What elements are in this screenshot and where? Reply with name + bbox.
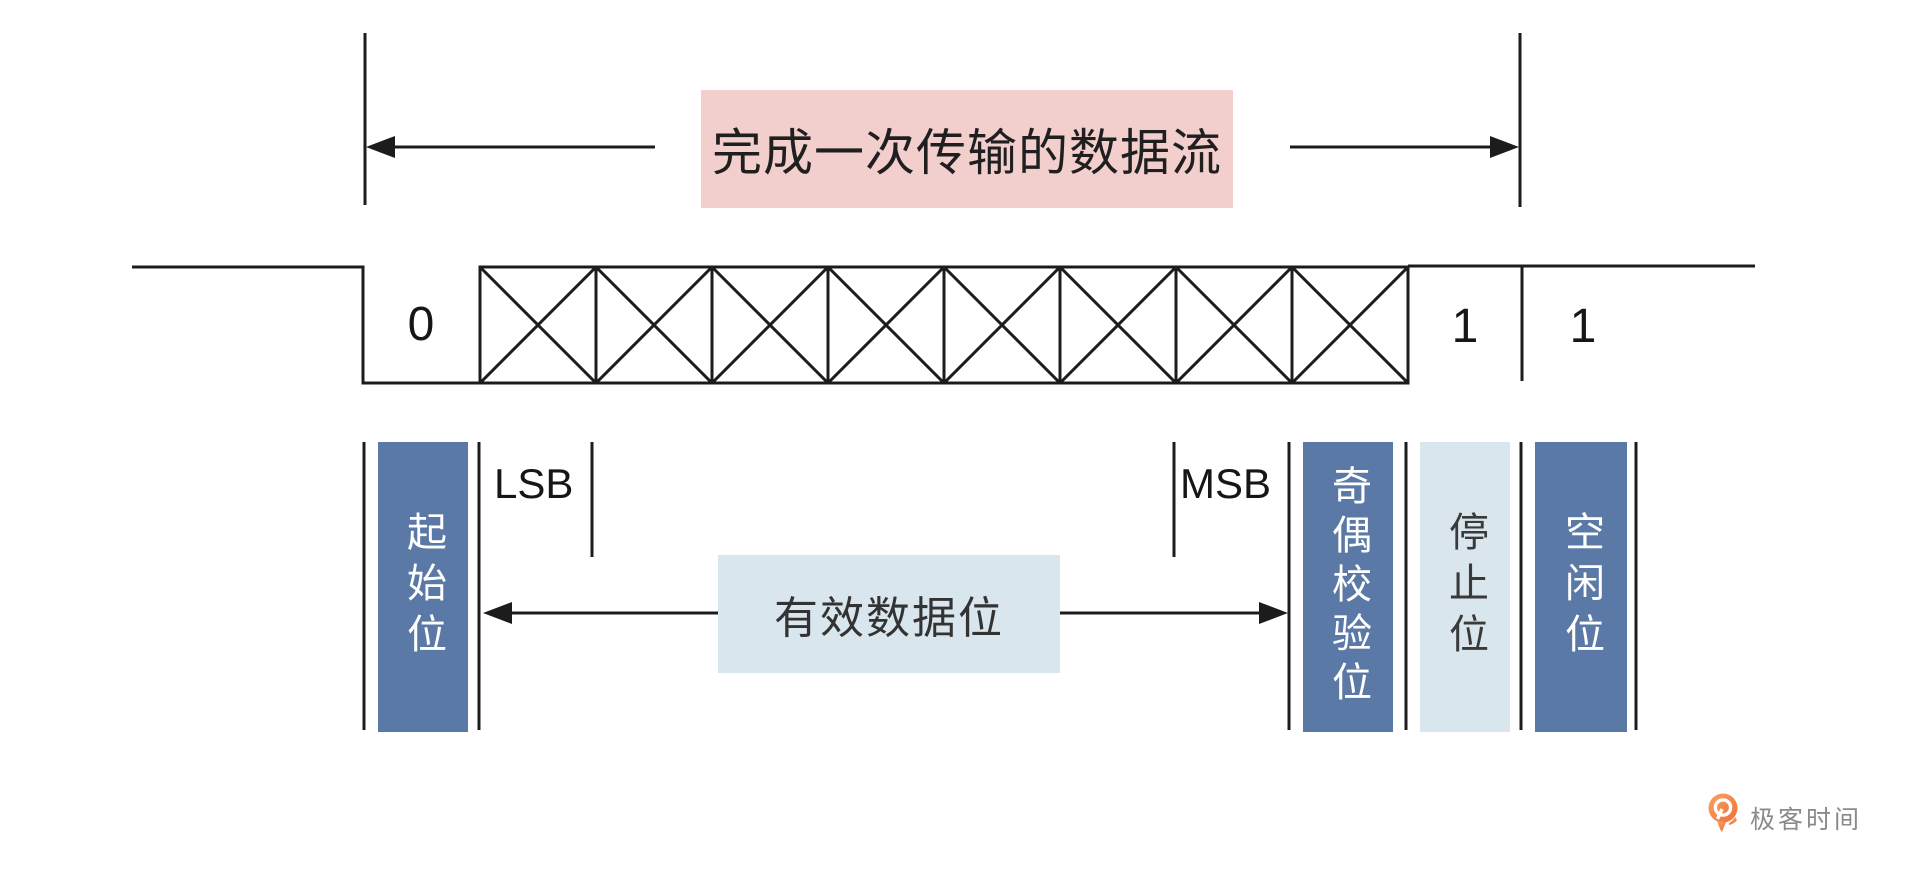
data-bits-label: 有效数据位 bbox=[774, 594, 1004, 643]
start-bit-label: 起始位 bbox=[401, 510, 445, 664]
stop-bit-box: 停止位 bbox=[1420, 442, 1510, 732]
geektime-logo-text: 极客时间 bbox=[1750, 806, 1863, 834]
data-bits-arrow-left-head bbox=[483, 602, 512, 624]
start-bit-box: 起始位 bbox=[378, 442, 468, 732]
idle-bit-box: 空闲位 bbox=[1535, 442, 1627, 732]
waveform-start-segment bbox=[132, 265, 480, 385]
top-ruler bbox=[363, 33, 1522, 207]
parity-bit-box: 奇偶校验位 bbox=[1303, 442, 1393, 732]
start-bit-value: 0 bbox=[407, 298, 435, 351]
ruler-arrow-right-head bbox=[1490, 136, 1519, 158]
waveform-data-cells bbox=[478, 265, 1410, 385]
data-bits-arrow-right-head bbox=[1259, 602, 1288, 624]
geektime-logo-icon bbox=[1708, 793, 1738, 832]
stop-bit-label: 停止位 bbox=[1443, 510, 1487, 664]
parity-bit-label: 奇偶校验位 bbox=[1326, 464, 1370, 710]
logo: 极客时间 bbox=[1707, 792, 1862, 838]
waveform bbox=[132, 264, 1755, 385]
idle-bit-label: 空闲位 bbox=[1559, 510, 1603, 664]
ruler-arrow-left-head bbox=[366, 136, 395, 158]
title-box: 完成一次传输的数据流 bbox=[701, 90, 1233, 208]
label-guides bbox=[362, 442, 1638, 730]
lsb-label: LSB bbox=[494, 460, 574, 507]
title-text: 完成一次传输的数据流 bbox=[712, 125, 1222, 181]
idle-bit-value: 1 bbox=[1569, 300, 1597, 353]
stop-bit-value: 1 bbox=[1451, 300, 1479, 353]
msb-label: MSB bbox=[1180, 460, 1272, 507]
data-bits-box: 有效数据位 bbox=[718, 555, 1060, 673]
